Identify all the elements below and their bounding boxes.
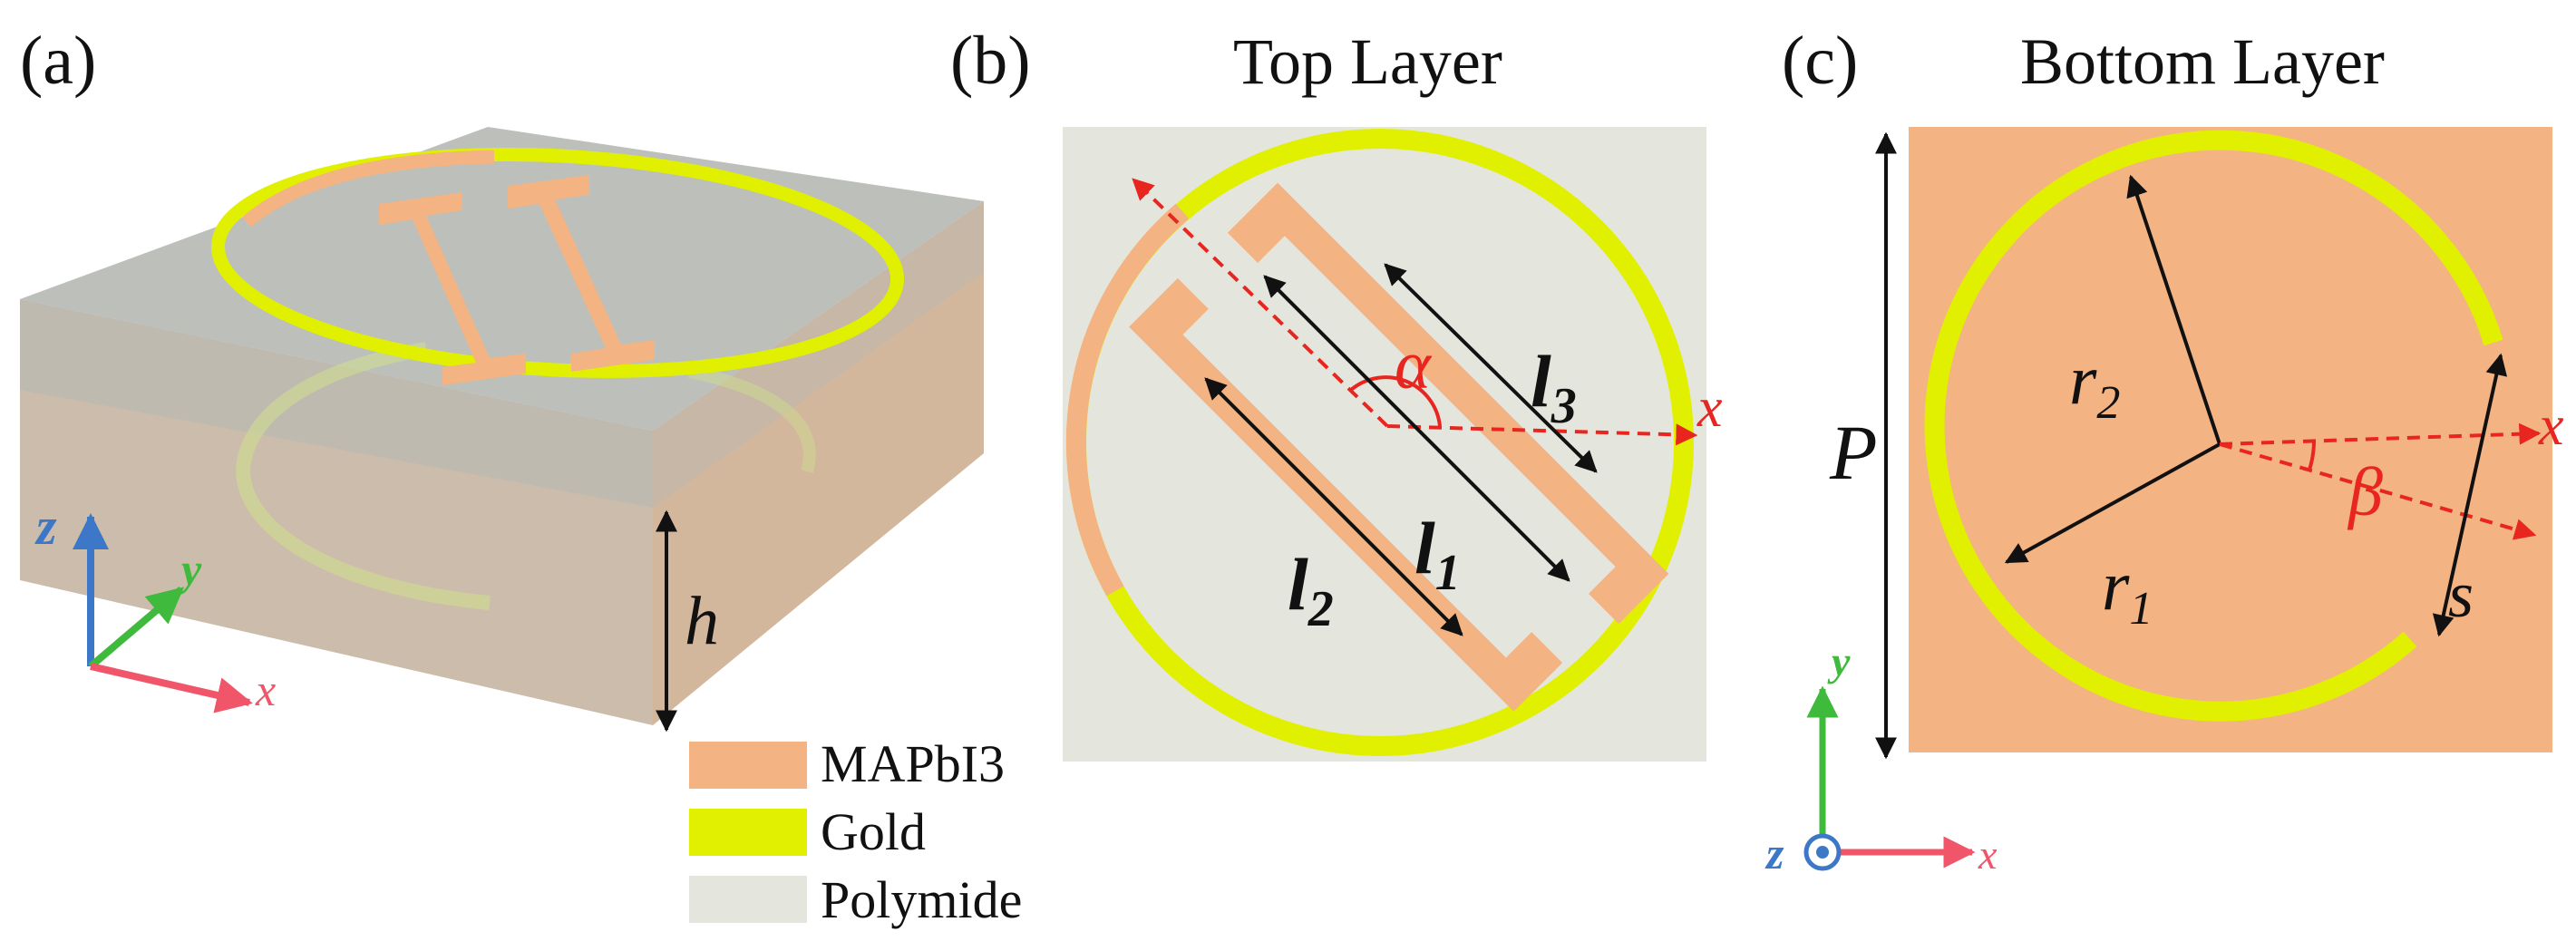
gap-label: s <box>2448 558 2474 631</box>
r2-arrow <box>2126 174 2221 445</box>
mapbi3-substrate <box>1909 127 2552 752</box>
legend-swatch-mapbi3 <box>689 742 807 789</box>
panel-b-title: Top Layer <box>1233 25 1502 98</box>
gap-arrow <box>2432 353 2508 637</box>
axes-2d: y z x <box>1764 638 1998 878</box>
r2-label: r2 <box>2069 340 2120 429</box>
height-dimension: h <box>656 509 719 733</box>
l2-label: l2 <box>1288 543 1334 637</box>
panel-a: (a) z y x h <box>20 23 984 733</box>
top-mapbi3-arc <box>242 150 495 228</box>
bottom-layer-ghost-ring-right <box>687 365 816 474</box>
panel-c: (c) Bottom Layer P r2 r1 β x s <box>1764 23 2564 878</box>
l1-label: l1 <box>1414 507 1461 601</box>
beta-arc <box>2308 440 2316 471</box>
x-axis-label-bottom: x <box>2538 395 2564 457</box>
x-axis-dashed-bottom <box>2219 422 2542 446</box>
alpha-ref-dashed <box>1132 178 1389 428</box>
period-label: P <box>1829 409 1878 496</box>
panel-b: (b) Top Layer α x l1 l2 l3 <box>950 23 1723 762</box>
axis-y-label: y <box>177 544 202 595</box>
axis-z-label: z <box>34 497 57 556</box>
legend-swatch-polymide <box>689 876 807 923</box>
panel-c-label: (c) <box>1782 23 1858 99</box>
beta-label: β <box>2347 454 2383 530</box>
block-left-upper <box>20 299 653 508</box>
l2-arrow <box>1204 377 1463 636</box>
axis2d-x-label: x <box>1978 831 1998 878</box>
r1-arrow <box>2004 442 2221 564</box>
panel-a-label: (a) <box>20 23 96 99</box>
axis2d-z-label: z <box>1764 828 1784 878</box>
bottom-split-ring <box>1924 130 2503 722</box>
bottom-layer-ghost-ring <box>235 342 491 610</box>
top-bracket-inner <box>1129 277 1563 712</box>
top-double-bracket <box>379 175 655 385</box>
legend-label-mapbi3: MAPbI3 <box>821 734 1005 793</box>
axis-x-label: x <box>255 665 276 715</box>
top-bracket-outer <box>1227 182 1669 625</box>
panel-b-label: (b) <box>950 23 1031 99</box>
l3-arrow <box>1384 263 1598 473</box>
r1-label: r1 <box>2102 546 2153 635</box>
axes-3d: z y x <box>34 497 276 715</box>
height-label: h <box>685 583 719 659</box>
legend-swatch-gold <box>689 809 807 856</box>
alpha-label: α <box>1395 327 1433 403</box>
top-gold-ring <box>210 148 905 378</box>
top-ring-mapbi3-sector <box>1065 203 1190 597</box>
legend-label-polymide: Polymide <box>821 870 1022 929</box>
x-axis-label-top: x <box>1696 377 1723 439</box>
block-right-face <box>653 201 984 725</box>
panel-c-title: Bottom Layer <box>2020 25 2385 98</box>
legend-label-gold: Gold <box>821 802 926 861</box>
l3-label: l3 <box>1531 340 1577 434</box>
axis2d-y-label: y <box>1827 638 1851 684</box>
legend: MAPbI3 Gold Polymide <box>689 734 1022 929</box>
